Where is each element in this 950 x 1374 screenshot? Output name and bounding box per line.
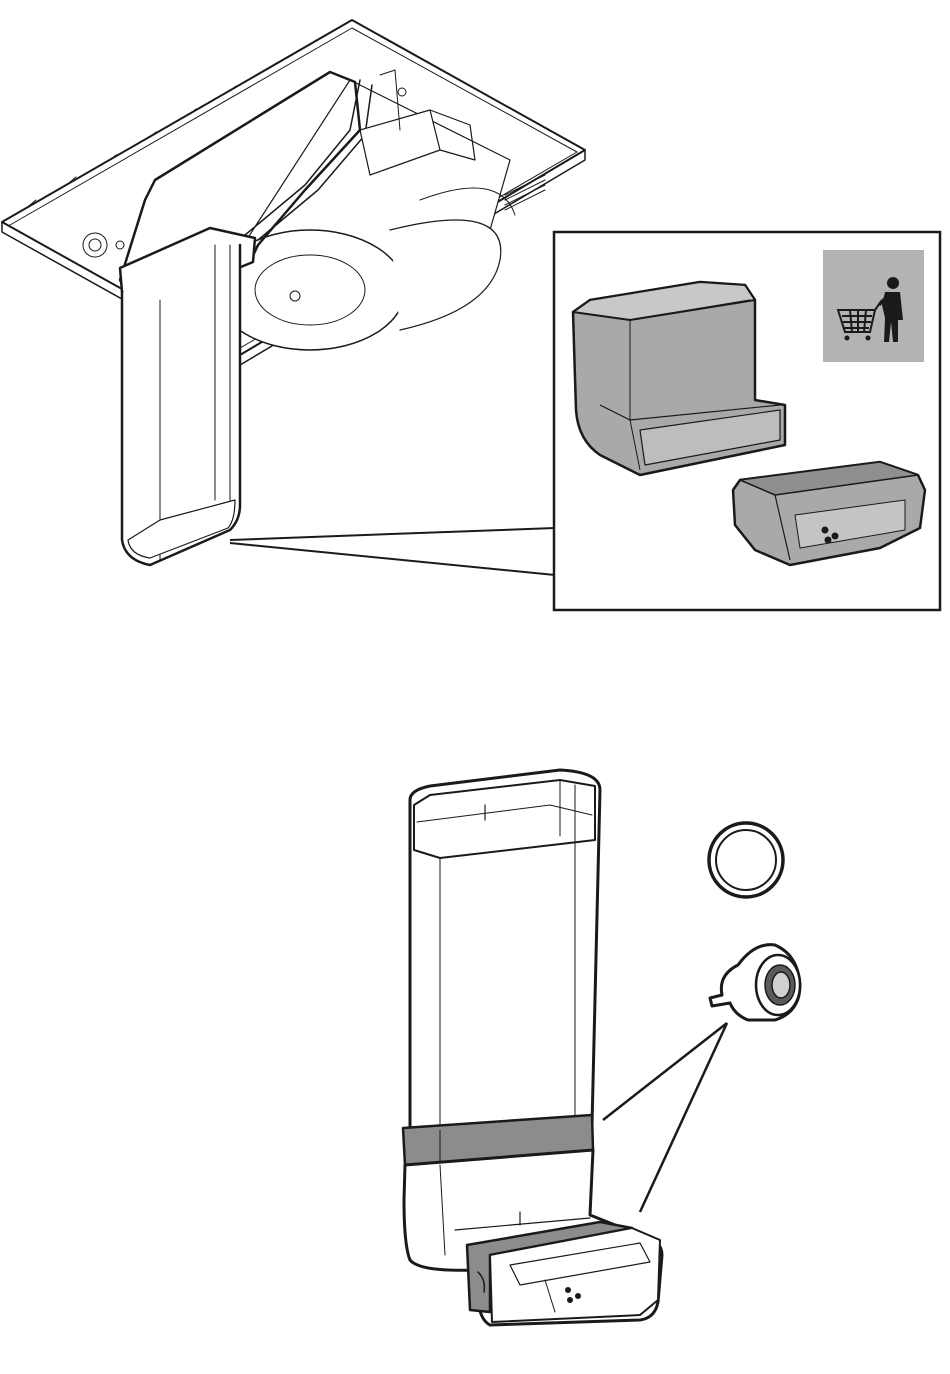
callout-box — [554, 232, 940, 610]
tape-leader-lines — [603, 1023, 727, 1212]
sealing-ring-icon — [709, 823, 783, 897]
adhesive-tape-roll-icon — [710, 945, 800, 1020]
assembled-duct — [403, 770, 662, 1325]
shopping-cart-person-icon — [823, 250, 924, 362]
duct-elbow-piece — [573, 282, 785, 475]
cooktop-underside — [2, 20, 585, 365]
vertical-duct — [120, 228, 255, 565]
callout-leader — [230, 528, 555, 575]
